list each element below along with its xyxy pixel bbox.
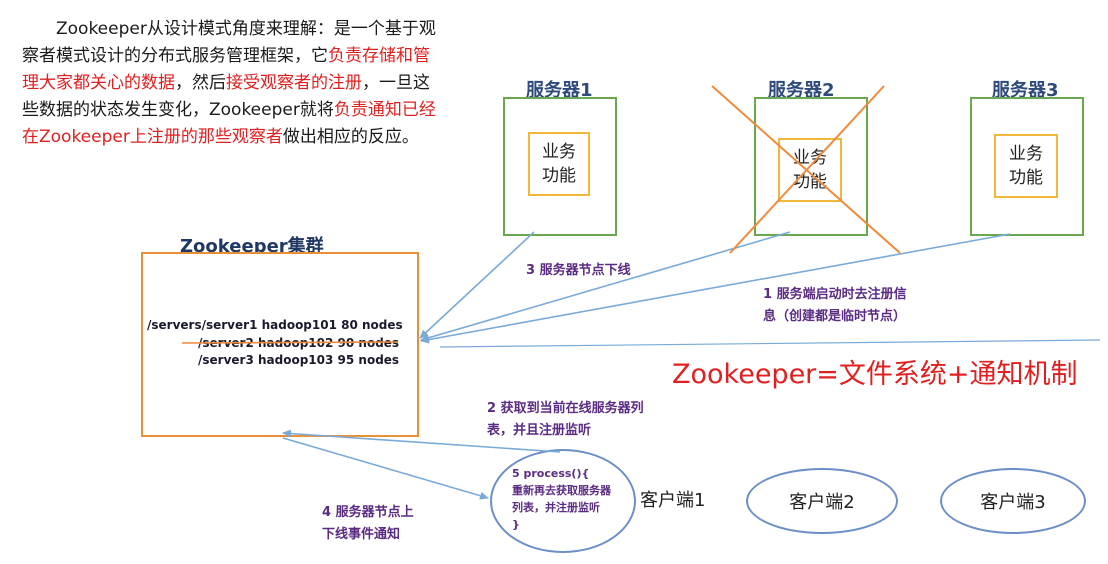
server2-func-line1: 业务 [793, 148, 827, 168]
client1-ellipse [490, 449, 636, 553]
arrow-server3-to-cluster [420, 233, 1011, 344]
intro-text-3: ，一旦这些数据的状态发生变化，Zookeeper就将 [22, 73, 430, 120]
step4-line1: 4 服务器节点上 [322, 505, 414, 520]
arrow-server2-to-cluster [420, 231, 791, 342]
process-line4: } [512, 518, 520, 531]
server3-func-line1: 业务 [1009, 144, 1043, 164]
client2: 客户端2 [746, 468, 898, 534]
step2-line1: 2 获取到当前在线服务器列 [487, 401, 644, 416]
formula-text: Zookeeper=文件系统+通知机制 [672, 359, 1078, 390]
separator-line [439, 339, 1101, 348]
server3-func-line2: 功能 [1009, 168, 1043, 188]
server2-label: 服务器2 [768, 80, 835, 101]
node-server3: /server3 hadoop103 95 nodes [198, 353, 400, 367]
node-server1: /servers/server1 hadoop101 80 nodes [147, 318, 403, 332]
intro-text-4: 做出相应的反应。 [282, 127, 419, 147]
step3-label: 3 服务器节点下线 [526, 263, 631, 278]
arrow-cluster-to-client [282, 437, 489, 500]
intro-highlight-2: 接受观察者的注册 [226, 73, 362, 93]
step1-label: 1 服务端启动时去注册信 息（创建都是临时节点） [763, 284, 907, 328]
client2-label: 客户端2 [789, 492, 855, 513]
step1-line1: 1 服务端启动时去注册信 [763, 287, 907, 302]
arrow-client-to-cluster [282, 429, 561, 453]
step4-label: 4 服务器节点上 下线事件通知 [322, 502, 414, 546]
server3-business-function: 业务功能 [994, 134, 1058, 198]
cluster-box [141, 252, 419, 437]
intro-paragraph: Zookeeper从设计模式角度来理解：是一个基于观察者模式设计的分布式服务管理… [22, 16, 442, 151]
process-line3: 列表，并注册监听 [512, 501, 600, 514]
server1-business-function: 业务功能 [528, 132, 590, 196]
arrow-server1-to-cluster [419, 231, 535, 339]
server2-cross-b [729, 85, 885, 254]
process-callback-text: 5 process(){ 重新再去获取服务器 列表，并注册监听 } [512, 465, 628, 533]
client3: 客户端3 [940, 468, 1086, 534]
step2-line2: 表，并且注册监听 [487, 423, 592, 438]
step1-line2: 息（创建都是临时节点） [763, 309, 907, 324]
process-line2: 重新再去获取服务器 [512, 484, 611, 497]
client1-label: 客户端1 [640, 490, 706, 511]
intro-text-1: Zookeeper从设计模式角度来理解：是一个基于观察者模式设计的分布式服务管理… [22, 19, 436, 66]
server3-box [970, 97, 1084, 236]
server3-label: 服务器3 [992, 80, 1059, 101]
server2-node-strike [181, 341, 399, 344]
step4-line2: 下线事件通知 [322, 527, 401, 542]
intro-highlight-1: 负责存储和管理大家都关心的数据 [22, 46, 430, 93]
step2-label: 2 获取到当前在线服务器列 表，并且注册监听 [487, 398, 644, 442]
server2-func-line2: 功能 [793, 172, 827, 192]
cluster-title: Zookeeper集群 [180, 236, 324, 257]
server1-func-line2: 功能 [542, 166, 576, 186]
client3-label: 客户端3 [980, 492, 1046, 513]
server1-label: 服务器1 [526, 80, 593, 101]
server1-func-line1: 业务 [542, 142, 576, 162]
intro-highlight-3: 负责通知已经在Zookeeper上注册的那些观察者 [22, 100, 436, 147]
process-line1: 5 process(){ [512, 467, 590, 480]
intro-text-2: ，然后 [175, 73, 226, 93]
